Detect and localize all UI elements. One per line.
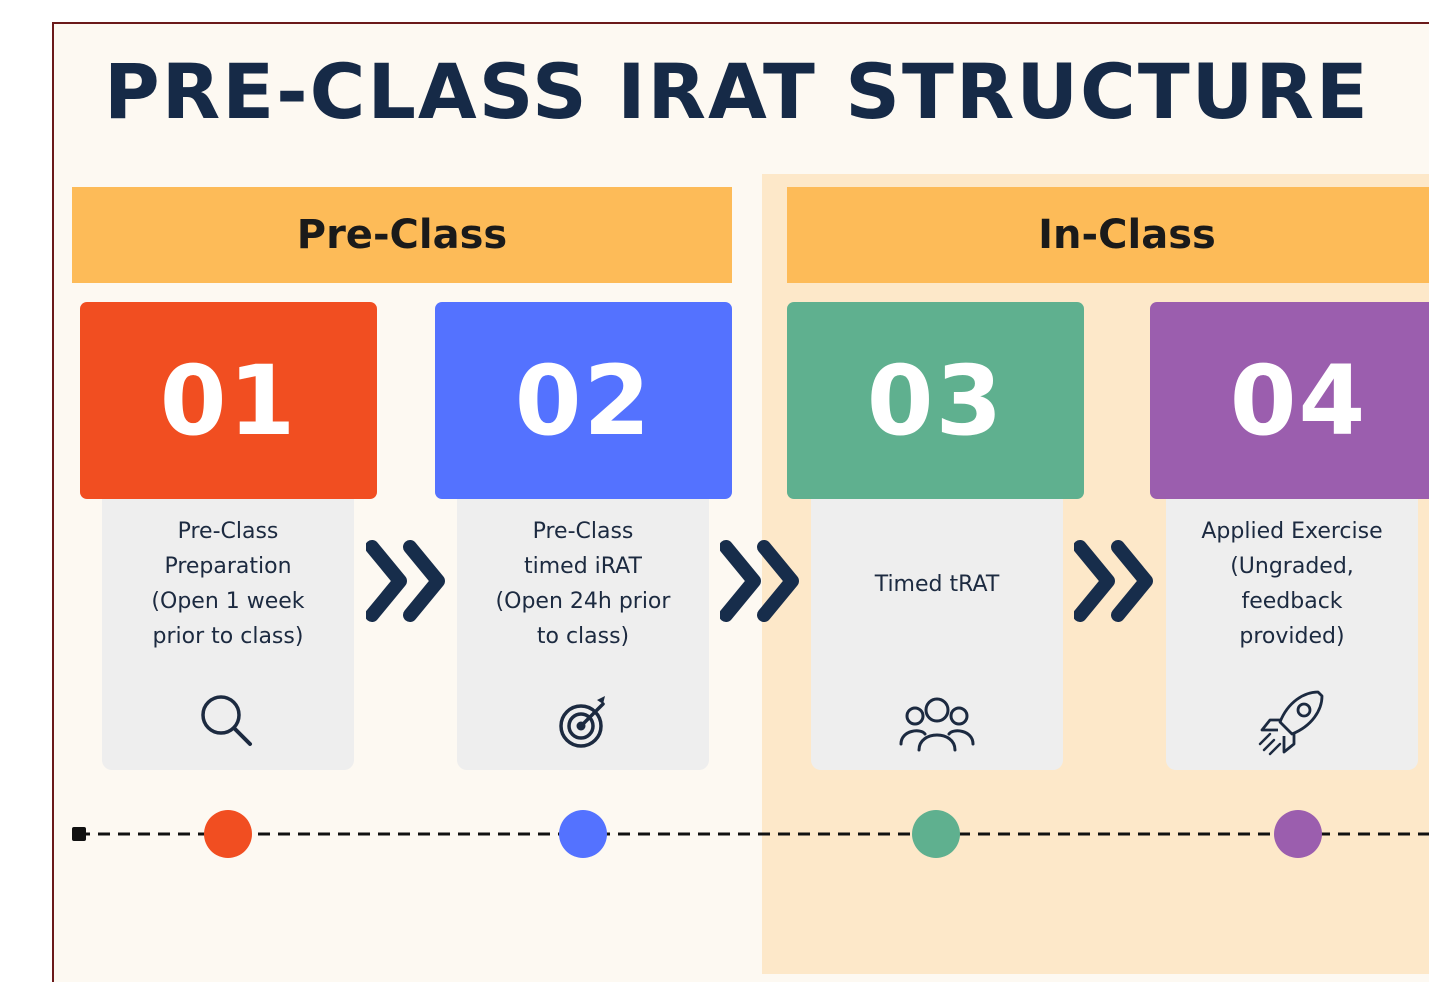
step-04-line: feedback	[1241, 589, 1343, 614]
step-03-line: Timed tRAT	[874, 571, 1000, 597]
target-dart-icon	[559, 696, 605, 748]
step-number-03: 03	[787, 302, 1084, 499]
page-title: PRE-CLASS IRAT STRUCTURE	[104, 47, 1370, 136]
step-02-line: (Open 24h prior	[495, 589, 671, 614]
step-number-01: 01	[80, 302, 377, 499]
team-icon	[899, 697, 975, 752]
step-01-line: prior to class)	[152, 624, 304, 649]
infographic-frame: PRE-CLASS IRAT STRUCTURE Pre-Class In-Cl…	[52, 22, 1429, 982]
step-02-line: Pre-Class	[532, 519, 634, 544]
step-number-04: 04	[1150, 302, 1429, 499]
timeline-dot-01	[204, 810, 252, 858]
step-04-line: Applied Exercise	[1201, 519, 1383, 544]
step-04-line: provided)	[1239, 624, 1345, 649]
double-chevron-right-icon	[720, 540, 799, 622]
rocket-icon	[1258, 690, 1324, 756]
step-description-01: Pre-Class Preparation (Open 1 week prior…	[102, 514, 354, 654]
step-02-line: timed iRAT	[524, 554, 642, 579]
step-02-line: to class)	[536, 624, 630, 649]
step-card-02: Pre-Class timed iRAT (Open 24h prior to …	[457, 484, 709, 770]
step-01-line: Pre-Class	[177, 519, 279, 544]
timeline-start-marker	[72, 827, 86, 841]
timeline-dot-03	[912, 810, 960, 858]
timeline	[72, 810, 1429, 858]
phase-header-in-class: In-Class	[787, 187, 1429, 283]
step-card-01: Pre-Class Preparation (Open 1 week prior…	[102, 484, 354, 770]
step-card-04: Applied Exercise (Ungraded, feedback pro…	[1166, 484, 1418, 770]
step-01-line: (Open 1 week	[151, 589, 305, 614]
step-04-line: (Ungraded,	[1230, 554, 1354, 579]
step-description-02: Pre-Class timed iRAT (Open 24h prior to …	[457, 514, 709, 654]
step-description-03: Timed tRAT	[811, 514, 1063, 654]
timeline-dot-02	[559, 810, 607, 858]
magnifying-glass-icon	[201, 695, 252, 746]
step-01-line: Preparation	[164, 554, 292, 579]
step-description-04: Applied Exercise (Ungraded, feedback pro…	[1166, 514, 1418, 654]
step-number-02: 02	[435, 302, 732, 499]
phase-header-pre-class: Pre-Class	[72, 187, 732, 283]
double-chevron-right-icon	[1074, 540, 1153, 622]
step-card-03: Timed tRAT	[811, 484, 1063, 770]
timeline-dot-04	[1274, 810, 1322, 858]
double-chevron-right-icon	[366, 540, 445, 622]
